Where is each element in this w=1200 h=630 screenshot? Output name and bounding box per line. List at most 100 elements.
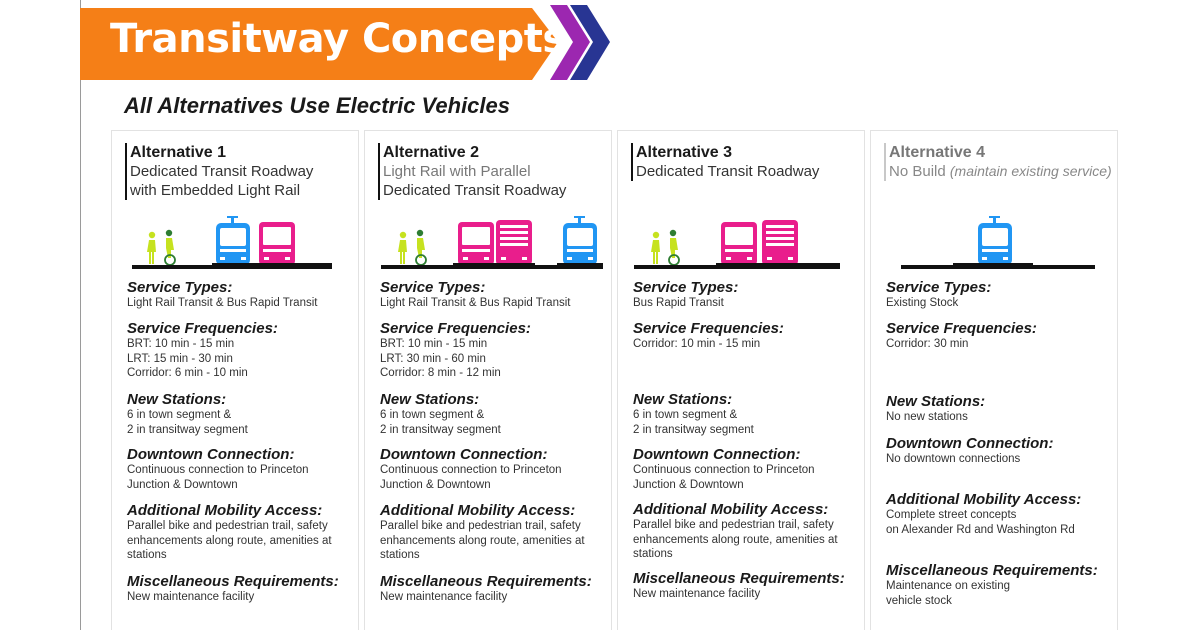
misc-requirements-section: Miscellaneous Requirements: New maintena… xyxy=(633,570,863,602)
misc-requirements-section: Miscellaneous Requirements: Maintenance … xyxy=(886,562,1116,608)
light-rail-icon xyxy=(978,216,1012,265)
light-rail-icon xyxy=(563,216,597,265)
mobility-access-section: Additional Mobility Access: Parallel bik… xyxy=(380,502,610,563)
road-line xyxy=(212,263,332,269)
bus-icon xyxy=(458,222,494,265)
bus-icon xyxy=(259,222,295,265)
alternative-header: Alternative 3 Dedicated Transit Roadway xyxy=(631,143,863,181)
section-heading: Service Types: xyxy=(633,279,739,296)
service-frequencies-section: Service Frequencies: Corridor: 30 min xyxy=(886,320,1116,352)
section-text: stations xyxy=(633,548,673,560)
new-stations-section: New Stations: No new stations xyxy=(886,393,1116,425)
service-frequencies-section: Service Frequencies: BRT: 10 min - 15 mi… xyxy=(127,320,357,381)
section-heading: Downtown Connection: xyxy=(380,446,548,463)
section-text: BRT: 10 min - 15 min xyxy=(127,338,235,350)
section-text: Junction & Downtown xyxy=(633,478,744,491)
section-text: Existing Stock xyxy=(886,297,959,309)
downtown-connection-section: Downtown Connection: Continuous connecti… xyxy=(380,446,610,492)
alternative-description-faded: Light Rail with Parallel xyxy=(383,163,531,180)
section-heading: Service Frequencies: xyxy=(886,320,1037,337)
alternative-title: Alternative 2 xyxy=(383,144,480,161)
alternative-card-3: Alternative 3 Dedicated Transit Roadway xyxy=(617,130,865,630)
alternative-header: Alternative 1 Dedicated Transit Roadway … xyxy=(125,143,357,200)
alternative-description-note: (maintain existing service) xyxy=(949,163,1112,179)
section-heading: Service Types: xyxy=(380,279,486,296)
pedestrian-cyclist-icon xyxy=(147,229,176,266)
section-text: Corridor: 8 min - 12 min xyxy=(380,367,501,379)
section-heading: Downtown Connection: xyxy=(633,446,801,463)
bus-icon xyxy=(496,220,532,265)
section-text: Corridor: 30 min xyxy=(886,338,969,350)
section-heading: Service Frequencies: xyxy=(127,320,278,337)
section-text: No new stations xyxy=(886,411,968,423)
downtown-connection-section: Downtown Connection: Continuous connecti… xyxy=(127,446,357,492)
section-text: LRT: 30 min - 60 min xyxy=(380,352,486,365)
vehicle-illustration xyxy=(634,220,840,269)
alternative-card-1: Alternative 1 Dedicated Transit Roadway … xyxy=(111,130,359,630)
section-text: Continuous connection to Princeton xyxy=(127,464,309,476)
new-stations-section: New Stations: 6 in town segment & 2 in t… xyxy=(633,391,863,437)
section-text: enhancements along route, amenities at xyxy=(633,533,838,546)
road-line xyxy=(953,263,1033,269)
section-text: No downtown connections xyxy=(886,453,1021,465)
section-text: New maintenance facility xyxy=(127,591,255,603)
section-heading: Downtown Connection: xyxy=(886,435,1054,452)
misc-requirements-section: Miscellaneous Requirements: New maintena… xyxy=(127,573,357,605)
alternative-title: Alternative 3 xyxy=(636,144,733,161)
section-text: enhancements along route, amenities at xyxy=(380,534,585,547)
section-text: stations xyxy=(380,549,420,561)
banner-chevrons-graphic xyxy=(80,5,610,80)
section-text: Bus Rapid Transit xyxy=(633,297,724,309)
service-frequencies-section: Service Frequencies: BRT: 10 min - 15 mi… xyxy=(380,320,610,381)
mobility-access-section: Additional Mobility Access: Complete str… xyxy=(886,491,1116,537)
section-heading: New Stations: xyxy=(380,391,480,408)
section-text: Parallel bike and pedestrian trail, safe… xyxy=(127,520,328,532)
section-heading: Service Types: xyxy=(127,279,233,296)
alternative-card-4: Alternative 4 No Build (maintain existin… xyxy=(870,130,1118,630)
section-heading: Additional Mobility Access: xyxy=(633,501,829,518)
alternative-header: Alternative 2 Light Rail with Parallel D… xyxy=(378,143,610,200)
road-line xyxy=(453,263,535,269)
service-types-section: Service Types: Light Rail Transit & Bus … xyxy=(380,279,610,311)
section-text: on Alexander Rd and Washington Rd xyxy=(886,523,1075,536)
title-banner: Transitway Concepts xyxy=(80,0,610,88)
light-rail-icon xyxy=(216,216,250,265)
alternative-description-main: No Build xyxy=(889,163,946,180)
section-text: Parallel bike and pedestrian trail, safe… xyxy=(633,519,834,531)
section-text: LRT: 15 min - 30 min xyxy=(127,352,233,365)
alternative-title: Alternative 4 xyxy=(889,144,986,161)
section-heading: Downtown Connection: xyxy=(127,446,295,463)
section-text: 2 in transitway segment xyxy=(127,423,248,436)
section-text: 6 in town segment & xyxy=(633,409,738,421)
section-text: New maintenance facility xyxy=(633,588,761,600)
alternative-description: Dedicated Transit Roadway xyxy=(636,163,820,180)
pedestrian-cyclist-icon xyxy=(651,229,680,266)
section-text: Corridor: 10 min - 15 min xyxy=(633,338,761,350)
section-text: vehicle stock xyxy=(886,594,952,607)
section-heading: New Stations: xyxy=(886,393,986,410)
downtown-connection-section: Downtown Connection: No downtown connect… xyxy=(886,435,1116,467)
alternative-description: Light Rail with Parallel xyxy=(383,162,610,181)
section-heading: New Stations: xyxy=(127,391,227,408)
page-left-rule xyxy=(80,0,81,630)
section-text: Corridor: 6 min - 10 min xyxy=(127,367,248,379)
pedestrian-cyclist-icon xyxy=(398,229,427,266)
mobility-access-section: Additional Mobility Access: Parallel bik… xyxy=(633,501,863,562)
service-types-section: Service Types: Bus Rapid Transit xyxy=(633,279,863,311)
mobility-access-section: Additional Mobility Access: Parallel bik… xyxy=(127,502,357,563)
section-heading: New Stations: xyxy=(633,391,733,408)
section-text: 6 in town segment & xyxy=(127,409,232,421)
section-text: 2 in transitway segment xyxy=(380,423,501,436)
section-heading: Additional Mobility Access: xyxy=(380,502,576,519)
alternative-header: Alternative 4 No Build (maintain existin… xyxy=(884,143,1116,181)
banner-orange-arrow xyxy=(80,8,558,80)
section-heading: Additional Mobility Access: xyxy=(127,502,323,519)
road-line xyxy=(557,263,603,269)
bus-icon xyxy=(762,220,798,265)
section-text: stations xyxy=(127,549,167,561)
section-heading: Service Frequencies: xyxy=(380,320,531,337)
vehicle-illustration xyxy=(901,216,1095,269)
vehicle-illustration xyxy=(381,216,603,269)
section-text: Junction & Downtown xyxy=(380,478,491,491)
page-subtitle: All Alternatives Use Electric Vehicles xyxy=(124,93,510,118)
